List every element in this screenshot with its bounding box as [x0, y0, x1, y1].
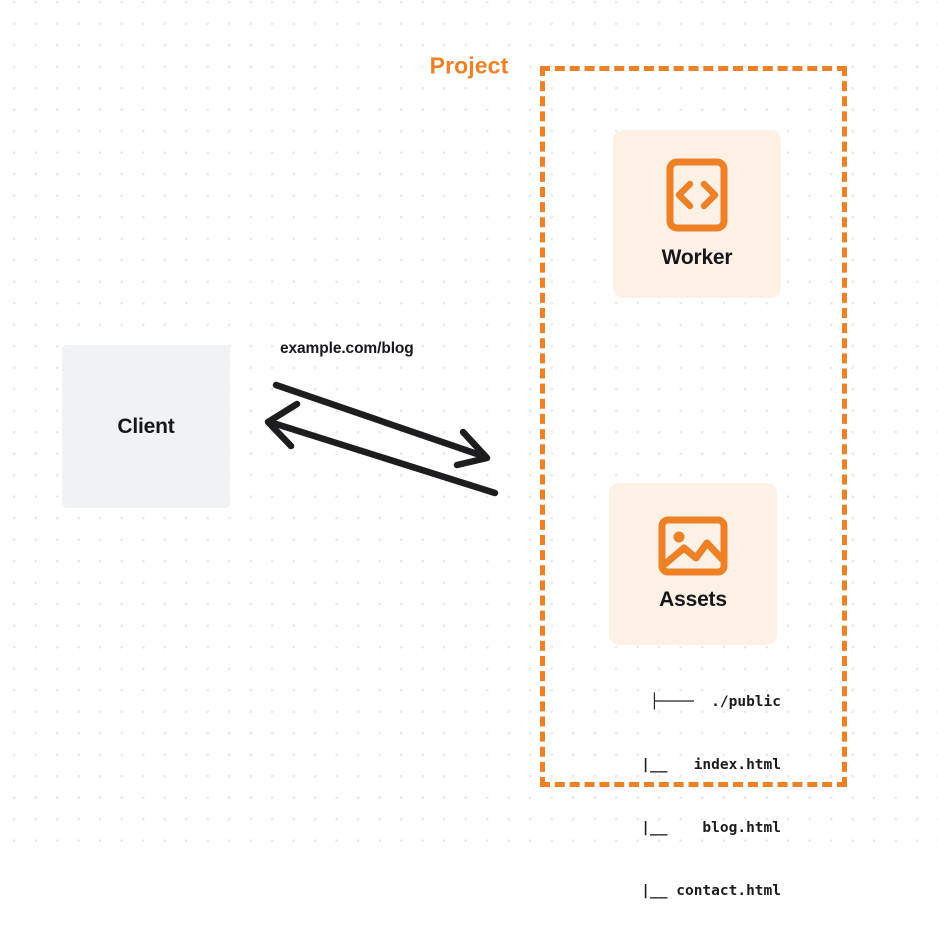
tree-line-item: |__ blog.html	[606, 820, 781, 836]
request-url-label: example.com/blog	[280, 340, 414, 357]
diagram-canvas: Client example.com/blog Project Worker	[0, 0, 938, 899]
assets-card-label: Assets	[659, 588, 727, 611]
client-node-label: Client	[117, 414, 175, 438]
response-arrow	[264, 400, 499, 497]
request-arrow	[272, 381, 491, 469]
image-picture-icon	[658, 516, 728, 576]
tree-line-item: |__ contact.html	[606, 883, 781, 899]
tree-line-root: ├──── ./public	[650, 694, 781, 710]
asset-file-tree: ├──── ./public |__ index.html |__ blog.h…	[588, 650, 781, 944]
client-node[interactable]: Client	[62, 345, 230, 508]
tree-line-item: |__ index.html	[606, 757, 781, 773]
assets-card[interactable]: Assets	[609, 483, 777, 645]
project-title: Project	[422, 54, 516, 78]
code-brackets-icon	[666, 158, 728, 232]
project-container	[540, 66, 847, 787]
worker-card[interactable]: Worker	[613, 130, 781, 298]
worker-card-label: Worker	[661, 246, 733, 269]
